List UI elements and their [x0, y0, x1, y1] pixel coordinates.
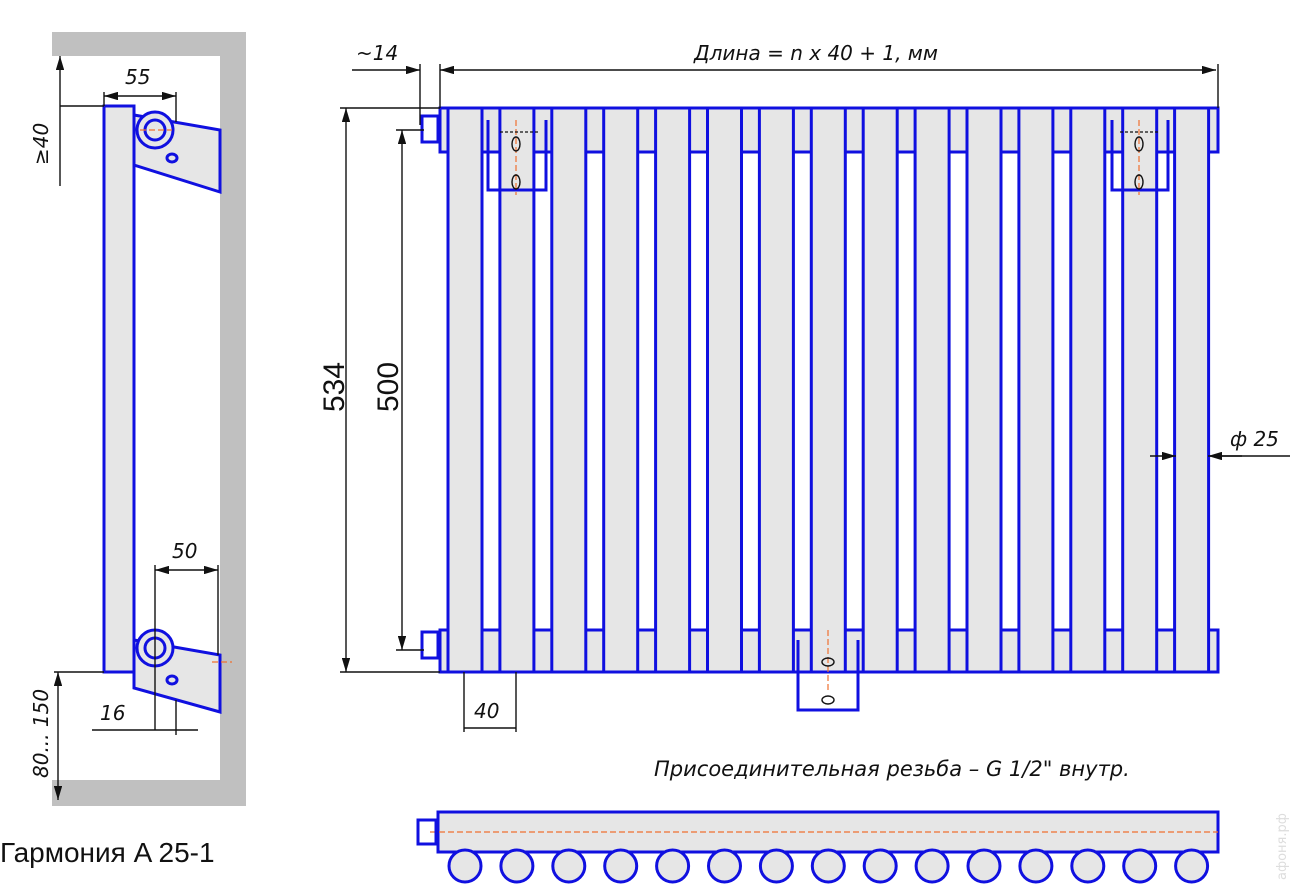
wall-bracket-bottom	[796, 630, 860, 712]
dim-length: Длина = n x 40 + 1, мм	[693, 41, 938, 65]
radiator-tube	[498, 106, 536, 674]
tube-section	[447, 848, 483, 884]
radiator-tube	[913, 106, 951, 674]
radiator-tube	[550, 106, 588, 674]
inlet-fittings	[420, 114, 440, 660]
thread-note: Присоединительная резьба – G 1/2" внутр.	[654, 757, 1130, 781]
radiator-tube	[654, 106, 692, 674]
top-view	[416, 810, 1220, 884]
dim-wall-gap: 16	[100, 701, 125, 725]
tube-section	[707, 848, 742, 884]
tube-section	[758, 848, 794, 884]
tube-section	[810, 848, 846, 884]
tube-section	[1070, 848, 1106, 884]
side-radiator-body	[102, 104, 136, 674]
dim-floor: 80... 150	[29, 689, 53, 778]
radiator-tube	[757, 106, 795, 674]
radiator-tube	[1069, 106, 1107, 674]
radiator-tube	[809, 106, 847, 674]
tube-section	[655, 848, 691, 884]
radiator-tube	[446, 106, 484, 674]
radiator-tube	[1121, 106, 1159, 674]
wall-bracket-right	[1110, 120, 1170, 195]
radiator-tube	[602, 106, 640, 674]
tube-section	[1018, 848, 1054, 884]
model-title: Гармония A 25-1	[0, 837, 215, 868]
tube-section	[914, 848, 950, 884]
dim-bracket-top: 55	[125, 65, 150, 89]
watermark: афоня.рф	[1275, 813, 1290, 880]
top-bracket	[132, 110, 222, 195]
radiator-tube	[965, 106, 1003, 674]
tube-section	[862, 848, 898, 884]
wall-bracket-left	[486, 120, 548, 195]
wall	[52, 32, 246, 806]
front-view: ~14 Длина = n x 40 + 1, мм 534 500 40 ф …	[318, 41, 1290, 732]
dim-height-axis: 500	[372, 362, 405, 412]
dim-bracket-bottom: 50	[172, 539, 197, 563]
tube-section	[1174, 848, 1210, 884]
radiator-tube	[1017, 106, 1055, 674]
dim-diameter: ф 25	[1230, 427, 1279, 451]
dim-offset: ~14	[356, 41, 398, 65]
tube-section	[1122, 848, 1158, 884]
radiator-tube	[706, 106, 743, 674]
tube-section	[499, 848, 535, 884]
tube-section	[551, 848, 587, 884]
radiator-tube	[861, 106, 899, 674]
dim-height-total: 534	[318, 362, 351, 412]
radiator-tube	[1173, 106, 1211, 674]
tube-section	[966, 848, 1002, 884]
dim-pitch: 40	[474, 699, 499, 723]
tube-section	[603, 848, 639, 884]
dim-wall-top: ≥40	[29, 123, 53, 165]
side-view: 55 ≥40 50 16 80... 150 Гармония A 25-1	[0, 32, 246, 868]
